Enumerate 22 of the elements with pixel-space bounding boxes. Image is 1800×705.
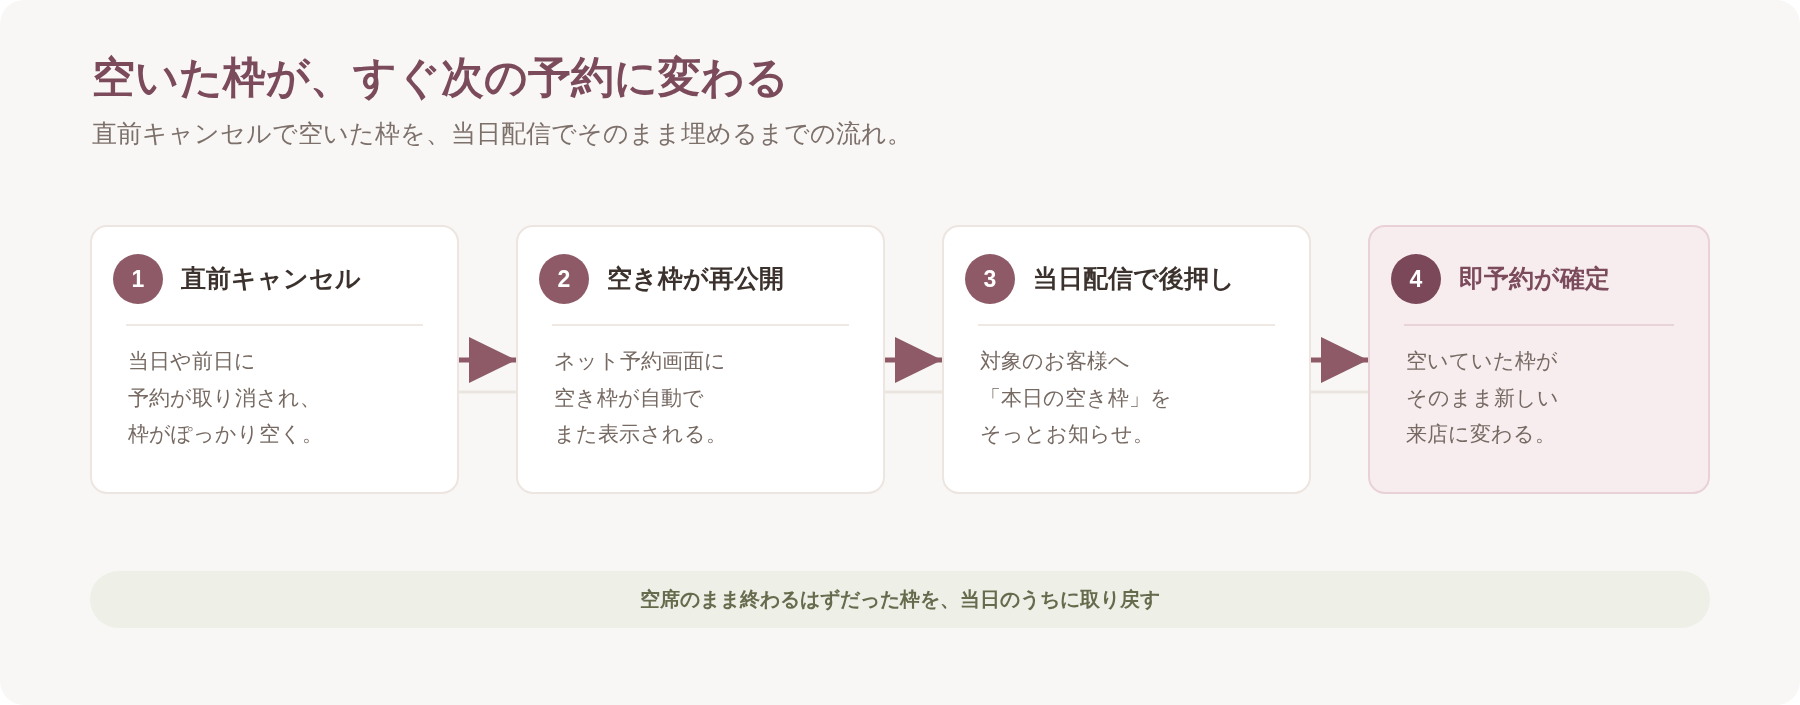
step-number: 2 <box>539 254 589 304</box>
title: 空いた枠が、すぐ次の予約に変わる <box>92 51 789 104</box>
step-card <box>1368 225 1710 494</box>
arrow <box>459 337 516 383</box>
step-description: 空いていた枠がそのまま新しい来店に変わる。 <box>1406 348 1559 448</box>
step-card <box>516 225 885 494</box>
summary-banner: 空席のまま終わるはずだった枠を、当日のうちに取り戻す <box>90 571 1710 628</box>
arrow <box>1311 337 1368 383</box>
step-card <box>90 225 459 494</box>
arrow <box>885 337 942 383</box>
step-number: 1 <box>113 254 163 304</box>
step-card <box>942 225 1311 494</box>
step-title: 空き枠が再公開 <box>607 263 784 295</box>
step-number: 4 <box>1391 254 1441 304</box>
step-description: 当日や前日に予約が取り消され、枠がぽっかり空く。 <box>128 348 323 448</box>
subtitle: 直前キャンセルで空いた枠を、当日配信でそのまま埋めるまでの流れ。 <box>92 118 912 150</box>
step-number: 3 <box>965 254 1015 304</box>
step-title: 即予約が確定 <box>1459 263 1610 295</box>
step-description: ネット予約画面に空き枠が自動でまた表示される。 <box>554 348 727 448</box>
step-description: 対象のお客様へ「本日の空き枠」をそっとお知らせ。 <box>980 348 1172 448</box>
step-title: 当日配信で後押し <box>1033 263 1235 295</box>
step-title: 直前キャンセル <box>181 263 361 295</box>
